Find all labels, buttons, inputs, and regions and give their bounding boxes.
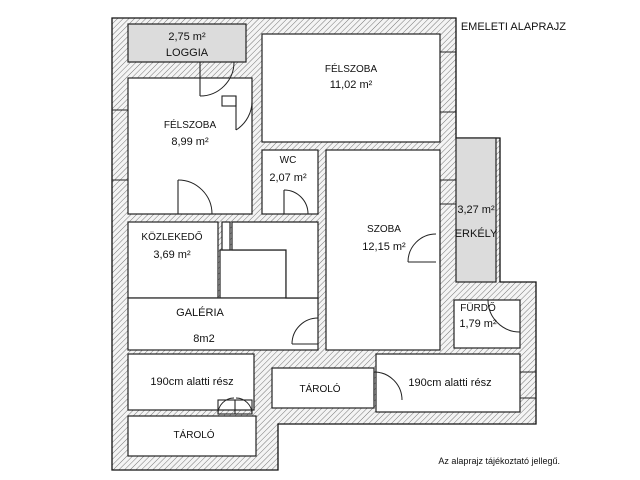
room-felszoba-top xyxy=(261,33,441,143)
room-low-right xyxy=(375,353,521,413)
label-furdo: FÜRDŐ xyxy=(460,300,496,314)
room-low-left xyxy=(127,353,255,411)
diagram-title: EMELETI ALAPRAJZ xyxy=(461,21,566,33)
label-galeria: GALÉRIA xyxy=(176,306,224,319)
door-szoba xyxy=(407,233,437,263)
label-felszoba-left: FÉLSZOBA xyxy=(164,118,217,131)
label-loggia: LOGGIA xyxy=(166,47,209,59)
room-felszoba-left xyxy=(127,77,253,215)
label-galeria-area: 8m2 xyxy=(193,333,214,345)
window-marks xyxy=(112,51,536,399)
room-furdo xyxy=(453,299,521,349)
label-felszoba-left-area: 8,99 m² xyxy=(171,136,209,148)
label-wc-area: 2,07 m² xyxy=(269,172,307,184)
stair-rail xyxy=(221,221,231,251)
label-tarolo-bottom: TÁROLÓ xyxy=(173,428,214,441)
room-galeria xyxy=(127,297,319,351)
disclaimer-note: Az alaprajz tájékoztató jellegű. xyxy=(438,456,560,466)
label-erkely: ERKÉLY xyxy=(455,227,498,240)
door-wc xyxy=(283,189,309,215)
door-loggia xyxy=(199,61,235,97)
label-low-right: 190cm alatti rész xyxy=(408,377,491,389)
galeria-upper xyxy=(231,221,319,299)
label-szoba: SZOBA xyxy=(367,224,401,235)
room-wc xyxy=(261,149,319,215)
label-tarolo-mid: TÁROLÓ xyxy=(299,382,340,395)
label-erkely-area: 3,27 m² xyxy=(457,204,495,216)
label-szoba-area: 12,15 m² xyxy=(362,241,406,253)
stair-block xyxy=(219,249,287,299)
label-loggia-area: 2,75 m² xyxy=(168,31,206,43)
label-wc: WC xyxy=(280,155,297,166)
label-felszoba-top-area: 11,02 m² xyxy=(330,79,373,91)
label-low-left: 190cm alatti rész xyxy=(150,376,233,388)
door-felszoba-left-top xyxy=(221,95,253,131)
room-loggia xyxy=(127,23,247,63)
room-erkely xyxy=(455,137,497,283)
room-tarolo-mid xyxy=(271,367,375,409)
room-kozlekedo xyxy=(127,221,219,299)
door-felszoba-left xyxy=(177,179,213,215)
label-kozlekedo: KÖZLEKEDŐ xyxy=(141,229,202,243)
room-szoba xyxy=(325,149,441,351)
door-furdo xyxy=(487,299,521,333)
label-furdo-area: 1,79 m² xyxy=(459,318,497,330)
room-tarolo-bottom xyxy=(127,415,257,457)
door-double-low-left xyxy=(217,397,253,415)
label-kozlekedo-area: 3,69 m² xyxy=(153,249,191,261)
label-felszoba-top: FÉLSZOBA xyxy=(325,62,378,75)
door-galeria xyxy=(291,317,319,345)
door-tarolo-mid xyxy=(373,371,403,401)
